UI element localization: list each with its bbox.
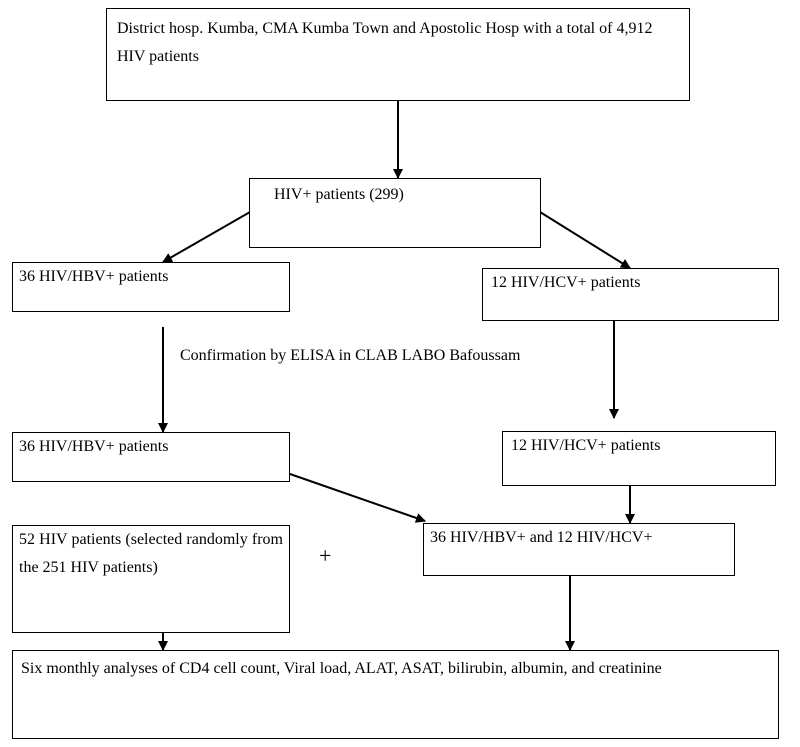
hcv-box-2: 12 HIV/HCV+ patients bbox=[502, 431, 776, 486]
hcv-box-1: 12 HIV/HCV+ patients bbox=[482, 268, 779, 321]
combined-text: 36 HIV/HBV+ and 12 HIV/HCV+ bbox=[430, 529, 653, 546]
hcv-text-1: 12 HIV/HCV+ patients bbox=[491, 274, 641, 291]
hbv-text-1: 36 HIV/HBV+ patients bbox=[19, 268, 169, 285]
arrow-hiv-to-hbv bbox=[162, 211, 251, 263]
combined-box: 36 HIV/HBV+ and 12 HIV/HCV+ bbox=[423, 523, 735, 576]
arrow-hbv2-to-combined bbox=[289, 473, 426, 523]
final-analysis-box: Six monthly analyses of CD4 cell count, … bbox=[12, 650, 779, 739]
hiv-positive-text: HIV+ patients (299) bbox=[274, 186, 404, 203]
top-source-text: District hosp. Kumba, CMA Kumba Town and… bbox=[117, 20, 653, 65]
hbv-box-2: 36 HIV/HBV+ patients bbox=[12, 432, 290, 482]
random-hiv-text: 52 HIV patients (selected randomly from … bbox=[19, 531, 283, 576]
hbv-text-2: 36 HIV/HBV+ patients bbox=[19, 438, 169, 455]
hcv-text-2: 12 HIV/HCV+ patients bbox=[511, 437, 661, 454]
arrow-hiv-to-hcv bbox=[539, 211, 631, 269]
confirmation-label: Confirmation by ELISA in CLAB LABO Bafou… bbox=[180, 347, 521, 364]
random-hiv-box: 52 HIV patients (selected randomly from … bbox=[12, 525, 290, 633]
top-source-box: District hosp. Kumba, CMA Kumba Town and… bbox=[106, 8, 690, 101]
hbv-box-1: 36 HIV/HBV+ patients bbox=[12, 262, 290, 312]
final-analysis-text: Six monthly analyses of CD4 cell count, … bbox=[21, 660, 662, 677]
hiv-positive-box: HIV+ patients (299) bbox=[249, 178, 541, 248]
plus-sign: + bbox=[319, 543, 332, 568]
